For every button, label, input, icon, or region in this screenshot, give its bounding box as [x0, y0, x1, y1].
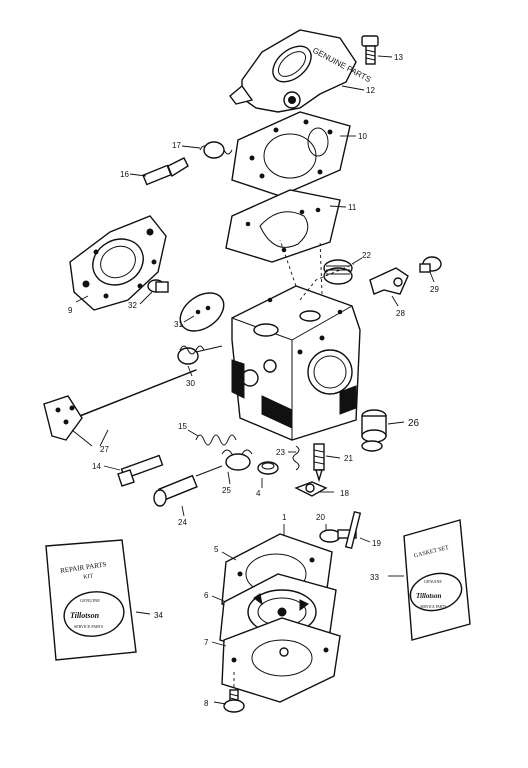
kit-card-line2: KIT — [83, 573, 94, 580]
callout-5: 5 — [214, 545, 219, 554]
callout-29: 29 — [430, 285, 439, 294]
part-26-fitting — [361, 409, 405, 452]
callout-19: 19 — [372, 539, 381, 548]
part-25-spring — [221, 449, 253, 485]
part-27-throttle-shaft — [43, 369, 197, 447]
part-17-spring — [181, 141, 233, 159]
kit-card-ring-bottom: SERVICE PARTS — [74, 624, 103, 629]
callout-33: 33 — [370, 573, 379, 582]
callout-4: 4 — [256, 489, 261, 498]
part-14-screw — [103, 454, 164, 487]
part-20-screw — [319, 524, 357, 543]
callout-25: 25 — [222, 486, 231, 495]
kit-card-ring-top: GENUINE — [80, 598, 100, 603]
gasket-card-ring-top: GENUINE — [424, 579, 442, 584]
part-23-spring — [288, 445, 300, 471]
callout-28: 28 — [396, 309, 405, 318]
part-4-welch-plug — [257, 461, 279, 488]
part-11-gasket — [225, 189, 347, 263]
gasket-card-ring-bottom: SERVICE PARTS — [420, 605, 446, 609]
part-15-spring — [187, 429, 237, 446]
callout-9: 9 — [68, 306, 73, 315]
callout-21: 21 — [344, 454, 353, 463]
part-29-screw — [419, 256, 442, 283]
callout-1: 1 — [282, 513, 287, 522]
callout-10: 10 — [358, 132, 367, 141]
callout-14: 14 — [92, 462, 101, 471]
part-16-screw — [129, 157, 189, 186]
part-7-cover — [211, 617, 341, 703]
callout-34: 34 — [154, 611, 163, 620]
part-31-throttle-disc — [179, 292, 225, 332]
part-10-diaphragm — [231, 111, 356, 197]
callout-31: 31 — [174, 320, 183, 329]
callout-30: 30 — [186, 379, 195, 388]
callout-17: 17 — [172, 141, 181, 150]
callout-15: 15 — [178, 422, 187, 431]
callout-16: 16 — [120, 170, 129, 179]
callout-13: 13 — [394, 53, 403, 62]
gasket-set-card: GASKET SET GENUINE Tillotson SERVICE PAR… — [388, 519, 471, 641]
callout-labels: 13 12 10 17 16 11 22 29 28 9 32 31 30 27… — [68, 53, 439, 708]
part-21-inlet-needle — [313, 443, 341, 483]
callout-23: 23 — [276, 448, 285, 457]
part-9-mounting-gasket — [69, 215, 167, 311]
part-22-cap — [323, 257, 363, 285]
carburetor-body — [231, 239, 361, 441]
gasket-card-brand: Tillotson — [416, 592, 442, 600]
callout-6: 6 — [204, 591, 209, 600]
part-18-lever — [294, 481, 334, 497]
part-8-screw — [213, 672, 245, 713]
callout-11: 11 — [348, 203, 357, 212]
part-30-spring — [177, 345, 223, 377]
callout-12: 12 — [366, 86, 375, 95]
callout-20: 20 — [316, 513, 325, 522]
callout-7: 7 — [204, 638, 209, 647]
part-32-fitting — [139, 279, 169, 305]
callout-24: 24 — [178, 518, 187, 527]
part-13-screw — [361, 35, 393, 65]
kit-card-brand: Tillotson — [70, 611, 100, 620]
part-12-pump-cover: GENUINE PARTS — [229, 29, 372, 113]
part-28-lever — [369, 267, 409, 307]
callout-27: 27 — [100, 445, 109, 454]
callout-8: 8 — [204, 699, 209, 708]
callout-32: 32 — [128, 301, 137, 310]
part-24-needle — [153, 465, 223, 517]
callout-22: 22 — [362, 251, 371, 260]
callout-18: 18 — [340, 489, 349, 498]
callout-26: 26 — [408, 418, 420, 429]
part-19-pin — [344, 510, 371, 550]
repair-parts-kit-card: REPAIR PARTS KIT GENUINE Tillotson SERVI… — [45, 539, 151, 661]
